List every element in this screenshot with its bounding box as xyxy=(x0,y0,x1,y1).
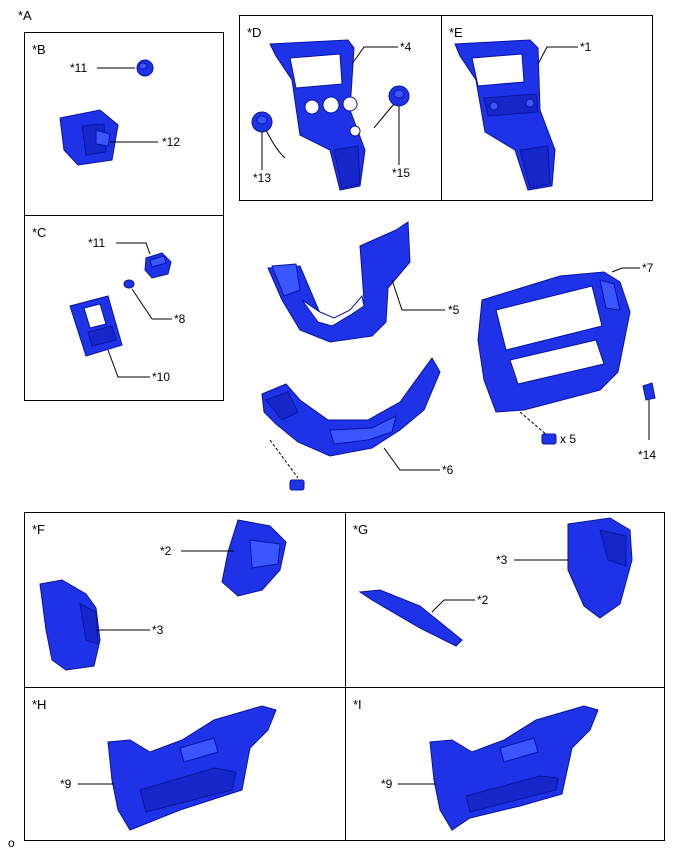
part-11-knob-c xyxy=(144,252,172,279)
panel-label-d: *D xyxy=(247,25,262,40)
part-13-knob-d xyxy=(251,111,286,159)
screw-7 xyxy=(541,433,557,445)
callout-11-b: *11 xyxy=(70,61,88,75)
part-3-side-panel-f xyxy=(39,579,101,671)
screw-6 xyxy=(289,479,305,491)
callout-4: *4 xyxy=(400,40,412,54)
panel-label-e: *E xyxy=(449,25,463,40)
part-11-knob-b xyxy=(136,59,154,77)
callout-12: *12 xyxy=(162,135,181,149)
part-8-button xyxy=(123,279,135,289)
panel-label-b: *B xyxy=(32,42,46,57)
part-7-console-frame xyxy=(477,271,631,413)
callout-6: *6 xyxy=(442,463,454,477)
part-2-box-f xyxy=(221,519,287,597)
callout-5: *5 xyxy=(448,303,460,317)
panel-c-frame xyxy=(24,215,224,401)
part-1-center-panel-e xyxy=(454,39,556,191)
callout-3-g: *3 xyxy=(496,553,508,567)
panel-i-frame xyxy=(345,687,665,841)
part-12-shift-boot-b xyxy=(59,109,119,166)
part-9-lower-cover-i xyxy=(429,705,599,831)
callout-14: *14 xyxy=(638,448,657,462)
callout-10: *10 xyxy=(152,370,171,384)
callout-11-c: *11 xyxy=(88,236,106,250)
callout-3-f: *3 xyxy=(152,623,164,637)
panel-label-i: *I xyxy=(353,697,362,712)
panel-label-h: *H xyxy=(32,697,47,712)
part-15-knob-d xyxy=(373,85,410,129)
panel-label-f: *F xyxy=(32,522,45,537)
callout-8: *8 xyxy=(174,312,186,326)
part-5-shift-panel xyxy=(267,221,411,343)
callout-13: *13 xyxy=(253,171,272,185)
callout-2-f: *2 xyxy=(160,544,172,558)
quantity-label: x 5 xyxy=(560,432,577,446)
part-10-bezel xyxy=(69,295,123,357)
callout-7: *7 xyxy=(642,261,654,275)
panel-label-a: *A xyxy=(18,8,32,23)
corner-mark: o xyxy=(8,836,15,850)
panel-e-frame xyxy=(441,15,653,201)
callout-9-h: *9 xyxy=(60,777,72,791)
part-4-center-panel-d xyxy=(269,39,366,191)
part-3-side-panel-g xyxy=(567,517,633,619)
part-6-lower-panel xyxy=(261,357,441,457)
part-2-strip-g xyxy=(358,589,463,647)
part-14-clip xyxy=(642,382,656,401)
part-9-lower-cover-h xyxy=(107,705,277,831)
callout-2-g: *2 xyxy=(477,593,489,607)
callout-15: *15 xyxy=(392,166,411,180)
callout-9-i: *9 xyxy=(381,777,393,791)
callout-1: *1 xyxy=(580,40,592,54)
panel-label-c: *C xyxy=(32,225,47,240)
panel-label-g: *G xyxy=(353,522,369,537)
